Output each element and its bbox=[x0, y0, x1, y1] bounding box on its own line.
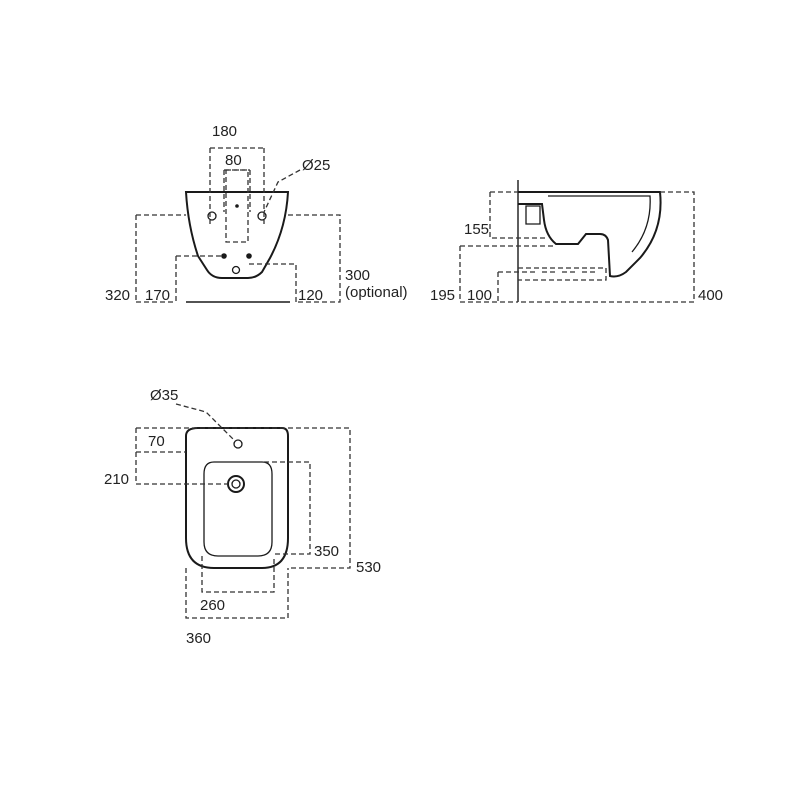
dim-line-530 bbox=[136, 427, 351, 569]
front-fixing-left bbox=[221, 253, 227, 259]
top-view-bidet-outline bbox=[185, 427, 289, 569]
dim-line-210 bbox=[135, 452, 228, 485]
front-centre-hole bbox=[235, 204, 239, 208]
label-optional: (optional) bbox=[345, 284, 408, 301]
label-260: 260 bbox=[200, 597, 225, 614]
dim-line-360 bbox=[185, 568, 289, 619]
leader-o35 bbox=[175, 403, 235, 441]
label-80: 80 bbox=[225, 152, 242, 169]
label-360: 360 bbox=[186, 630, 211, 647]
label-530: 530 bbox=[356, 559, 381, 576]
dim-line-300 bbox=[288, 214, 341, 303]
side-rear-connector bbox=[525, 205, 541, 225]
label-170: 170 bbox=[145, 287, 170, 304]
front-view: 180 80 Ø25 320 170 120 300 (optional) bbox=[105, 123, 408, 304]
dim-line-100 bbox=[497, 271, 520, 302]
dim-line-350 bbox=[264, 461, 311, 555]
label-195: 195 bbox=[430, 287, 455, 304]
side-waste-pipe bbox=[518, 267, 607, 281]
front-waste-hole bbox=[231, 265, 241, 275]
dim-line-195 bbox=[459, 245, 556, 303]
label-320: 320 bbox=[105, 287, 130, 304]
top-waste-outer bbox=[227, 475, 245, 493]
dim-line-155 bbox=[489, 191, 548, 239]
top-view: Ø35 70 210 350 530 260 360 bbox=[104, 387, 381, 647]
dim-line-400 bbox=[518, 191, 695, 303]
label-350: 350 bbox=[314, 543, 339, 560]
front-fixing-right bbox=[246, 253, 252, 259]
label-210: 210 bbox=[104, 471, 129, 488]
dim-line-320 bbox=[135, 214, 186, 303]
label-120: 120 bbox=[298, 287, 323, 304]
top-tap-hole bbox=[233, 439, 243, 449]
side-view-bowl-inner bbox=[548, 195, 651, 253]
label-o35: Ø35 bbox=[150, 387, 178, 404]
leader-o25 bbox=[263, 169, 301, 213]
label-400: 400 bbox=[698, 287, 723, 304]
dim-line-120 bbox=[249, 263, 297, 302]
label-155: 155 bbox=[464, 221, 489, 238]
dim-line-80 bbox=[223, 169, 251, 212]
front-view-bidet-outline bbox=[184, 191, 290, 279]
side-view-bidet-outline bbox=[518, 191, 662, 278]
label-100: 100 bbox=[467, 287, 492, 304]
dim-line-180 bbox=[209, 147, 265, 224]
side-view: 155 195 100 400 bbox=[430, 180, 723, 304]
front-waste-chamber bbox=[225, 169, 249, 243]
label-70: 70 bbox=[148, 433, 165, 450]
label-300: 300 bbox=[345, 267, 370, 284]
top-view-bowl bbox=[203, 461, 273, 557]
label-180: 180 bbox=[212, 123, 237, 140]
front-tap-hole-left bbox=[207, 211, 217, 221]
label-o25: Ø25 bbox=[302, 157, 330, 174]
dim-line-260 bbox=[201, 556, 275, 593]
dim-line-170 bbox=[175, 255, 224, 302]
top-waste-inner bbox=[231, 479, 241, 489]
front-tap-hole-right bbox=[257, 211, 267, 221]
